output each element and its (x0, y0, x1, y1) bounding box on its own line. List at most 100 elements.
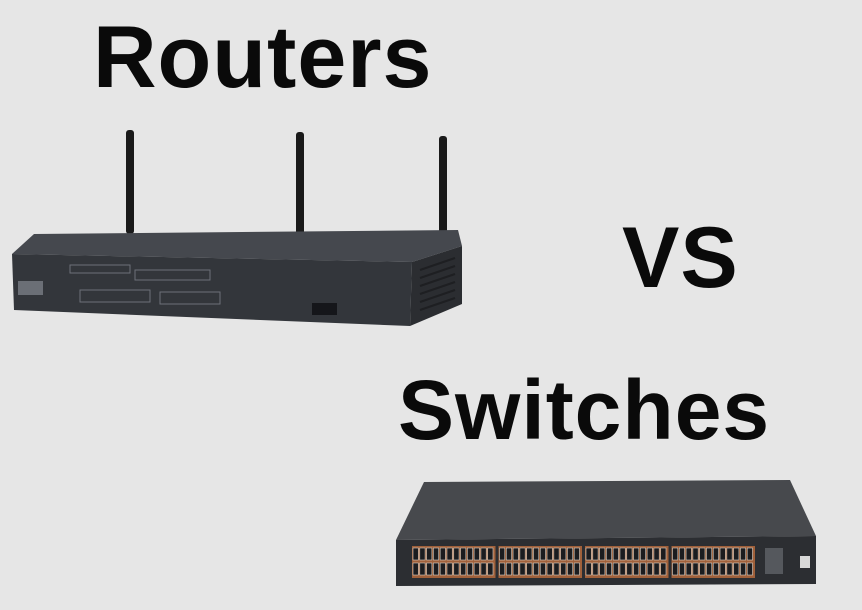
ethernet-port (726, 547, 733, 561)
switches-heading: Switches (398, 363, 771, 457)
ethernet-port (519, 547, 526, 561)
ethernet-port (672, 547, 679, 561)
ethernet-port (592, 547, 599, 561)
ethernet-port (473, 547, 480, 561)
ethernet-port (592, 562, 599, 576)
ethernet-port (606, 562, 612, 576)
ethernet-port (573, 562, 580, 576)
ethernet-port (633, 547, 640, 561)
ethernet-port (653, 562, 660, 576)
switch-console-port (800, 556, 810, 568)
ethernet-port (660, 547, 667, 561)
ethernet-port (467, 547, 473, 561)
ethernet-port (740, 547, 747, 561)
ethernet-port (499, 547, 506, 561)
ethernet-port (546, 562, 553, 576)
ethernet-port (419, 547, 426, 561)
ethernet-port (619, 562, 626, 576)
ethernet-port (553, 547, 560, 561)
ethernet-port (733, 562, 740, 576)
ethernet-port (533, 547, 540, 561)
ethernet-port (685, 547, 692, 561)
router-image (12, 130, 462, 326)
ethernet-port (672, 562, 679, 576)
router-antenna-middle (296, 132, 304, 236)
router-antenna-left (126, 130, 134, 234)
ethernet-port (692, 547, 699, 561)
ethernet-port (553, 562, 560, 576)
switch-sfp-ports (765, 548, 783, 574)
ethernet-port (426, 547, 433, 561)
router-logo-badge (18, 281, 43, 295)
ethernet-port (526, 562, 533, 576)
ethernet-port (453, 547, 460, 561)
ethernet-port (439, 562, 446, 576)
ethernet-port (433, 562, 439, 576)
ethernet-port (699, 547, 706, 561)
switch-image (396, 480, 816, 586)
ethernet-port (439, 547, 446, 561)
ethernet-port (460, 547, 467, 561)
switch-port-panel (412, 546, 755, 578)
ethernet-port (460, 562, 467, 576)
vs-heading: VS (622, 210, 739, 306)
ethernet-port (585, 562, 592, 576)
ethernet-port (653, 547, 660, 561)
ethernet-port (706, 562, 713, 576)
ethernet-port (533, 562, 540, 576)
ethernet-port (640, 547, 646, 561)
ethernet-port (640, 562, 646, 576)
ethernet-port (719, 562, 726, 576)
ethernet-port (678, 562, 685, 576)
ethernet-port (612, 562, 619, 576)
ethernet-port (746, 562, 753, 576)
router-top-face (12, 230, 462, 262)
ethernet-port (726, 562, 733, 576)
routers-heading: Routers (93, 7, 433, 106)
ethernet-port (740, 562, 747, 576)
ethernet-port (412, 547, 419, 561)
ethernet-port (678, 547, 685, 561)
ethernet-port (499, 562, 506, 576)
ethernet-port (692, 562, 699, 576)
ethernet-port (512, 547, 519, 561)
ethernet-port (505, 562, 512, 576)
ethernet-port (480, 562, 487, 576)
ethernet-port (646, 562, 653, 576)
ethernet-port (585, 547, 592, 561)
ethernet-port (660, 562, 667, 576)
ethernet-port (560, 547, 567, 561)
ethernet-port (412, 562, 419, 576)
ethernet-port (646, 547, 653, 561)
ethernet-port (612, 547, 619, 561)
ethernet-port (467, 562, 473, 576)
ethernet-port (480, 547, 487, 561)
ethernet-port (706, 547, 713, 561)
ethernet-port (567, 562, 574, 576)
ethernet-port (446, 562, 453, 576)
ethernet-port (526, 547, 533, 561)
ethernet-port (699, 562, 706, 576)
router-usb-port (312, 303, 337, 315)
ethernet-port (626, 562, 633, 576)
ethernet-port (719, 547, 726, 561)
ethernet-port (519, 562, 526, 576)
ethernet-port (626, 547, 633, 561)
ethernet-port (619, 547, 626, 561)
ethernet-port (539, 547, 546, 561)
ethernet-port (633, 562, 640, 576)
ethernet-port (712, 562, 719, 576)
ethernet-port (599, 562, 606, 576)
ethernet-port (712, 547, 719, 561)
ethernet-port (546, 547, 553, 561)
ethernet-port (746, 547, 753, 561)
ethernet-port (512, 562, 519, 576)
ethernet-port (419, 562, 426, 576)
ethernet-port (453, 562, 460, 576)
ethernet-port (505, 547, 512, 561)
ethernet-port (685, 562, 692, 576)
ethernet-port (426, 562, 433, 576)
router-side-face (410, 246, 462, 326)
ethernet-port (487, 562, 494, 576)
